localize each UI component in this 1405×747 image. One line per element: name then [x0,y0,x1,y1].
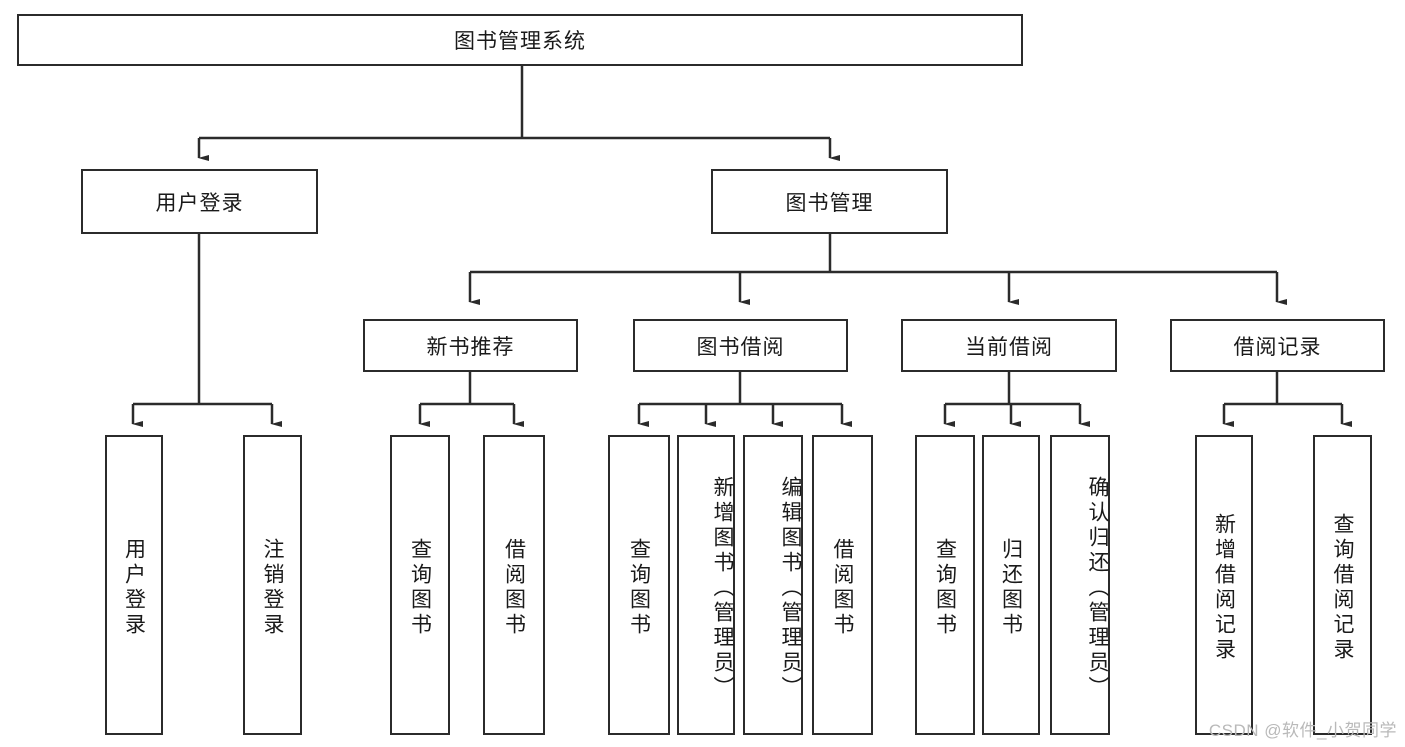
leaf-user-login-label: 用户登录 [122,538,146,638]
leaf-borrow-book-2-label: 借阅图书 [831,538,854,638]
leaf-borrow-book-1[interactable]: 借阅图书 [483,435,545,735]
node-new-book-recommend-label: 新书推荐 [426,335,515,359]
leaf-confirm-return-label: 确认归还（管理员） [1086,475,1109,701]
node-book-borrow-label: 图书借阅 [696,335,785,359]
leaf-edit-book[interactable]: 编辑图书（管理员） [743,435,803,735]
leaf-borrow-book-2[interactable]: 借阅图书 [812,435,873,735]
leaf-query-book-1[interactable]: 查询图书 [390,435,450,735]
node-root[interactable]: 图书管理系统 [17,14,1023,66]
node-book-borrow[interactable]: 图书借阅 [633,319,848,372]
leaf-add-book-label: 新增图书（管理员） [711,475,734,701]
leaf-query-book-2-label: 查询图书 [627,538,651,638]
leaf-add-record-label: 新增借阅记录 [1212,513,1236,663]
leaf-query-book-2[interactable]: 查询图书 [608,435,670,735]
leaf-query-book-1-label: 查询图书 [408,538,432,638]
leaf-logout-label: 注销登录 [261,538,284,638]
leaf-query-book-3[interactable]: 查询图书 [915,435,975,735]
node-borrow-record-label: 借阅记录 [1233,335,1322,359]
node-user-login[interactable]: 用户登录 [81,169,318,234]
leaf-return-book[interactable]: 归还图书 [982,435,1040,735]
node-book-manage[interactable]: 图书管理 [711,169,948,234]
node-current-borrow[interactable]: 当前借阅 [901,319,1117,372]
node-new-book-recommend[interactable]: 新书推荐 [363,319,578,372]
node-user-login-label: 用户登录 [155,191,244,215]
leaf-user-login[interactable]: 用户登录 [105,435,163,735]
leaf-logout[interactable]: 注销登录 [243,435,302,735]
node-current-borrow-label: 当前借阅 [965,335,1053,359]
leaf-query-book-3-label: 查询图书 [933,538,957,638]
leaf-query-record[interactable]: 查询借阅记录 [1313,435,1372,735]
leaf-confirm-return[interactable]: 确认归还（管理员） [1050,435,1110,735]
node-borrow-record[interactable]: 借阅记录 [1170,319,1385,372]
node-book-manage-label: 图书管理 [785,191,874,215]
leaf-borrow-book-1-label: 借阅图书 [502,538,526,638]
leaf-query-record-label: 查询借阅记录 [1331,513,1354,663]
leaf-add-record[interactable]: 新增借阅记录 [1195,435,1253,735]
leaf-return-book-label: 归还图书 [999,538,1023,638]
watermark: CSDN @软件_小贺同学 [1208,721,1397,740]
leaf-edit-book-label: 编辑图书（管理员） [779,475,802,701]
leaf-add-book[interactable]: 新增图书（管理员） [677,435,735,735]
node-root-label: 图书管理系统 [454,30,586,53]
